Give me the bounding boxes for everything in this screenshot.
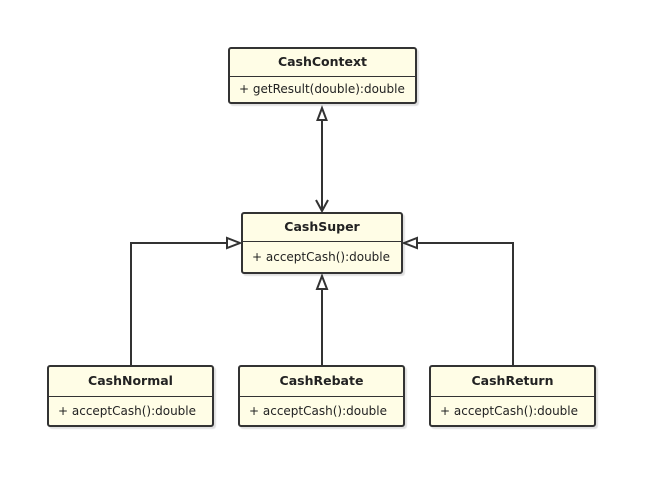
relation-normal-super-line bbox=[130, 242, 227, 366]
relation-rebate-super bbox=[315, 273, 329, 366]
class-name: CashContext bbox=[230, 49, 415, 77]
class-method: + getResult(double):double bbox=[239, 82, 405, 96]
hollow-triangle-arrowhead-icon bbox=[316, 105, 328, 121]
class-method: + acceptCash():double bbox=[249, 404, 388, 418]
class-box-cashcontext[interactable]: CashContext + getResult(double):double bbox=[228, 47, 417, 104]
class-name: CashReturn bbox=[431, 367, 594, 397]
relation-context-super bbox=[315, 105, 329, 214]
class-name: CashNormal bbox=[49, 367, 212, 397]
relation-normal-super bbox=[130, 236, 243, 366]
class-method: + acceptCash():double bbox=[58, 404, 197, 418]
hollow-triangle-arrowhead-icon bbox=[226, 236, 243, 250]
class-box-cashsuper[interactable]: CashSuper + acceptCash():double bbox=[241, 212, 403, 274]
class-name: CashRebate bbox=[240, 367, 403, 397]
class-box-cashnormal[interactable]: CashNormal + acceptCash():double bbox=[47, 365, 214, 427]
class-box-cashreturn[interactable]: CashReturn + acceptCash():double bbox=[429, 365, 596, 427]
relation-return-super-line bbox=[417, 242, 514, 366]
class-name: CashSuper bbox=[243, 214, 401, 242]
class-method: + acceptCash():double bbox=[252, 250, 391, 264]
hollow-triangle-arrowhead-icon bbox=[315, 273, 329, 290]
class-method: + acceptCash():double bbox=[440, 404, 579, 418]
class-box-cashrebate[interactable]: CashRebate + acceptCash():double bbox=[238, 365, 405, 427]
hollow-triangle-arrowhead-icon bbox=[401, 236, 418, 250]
open-arrowhead-icon bbox=[315, 199, 329, 214]
relation-return-super bbox=[401, 236, 514, 366]
